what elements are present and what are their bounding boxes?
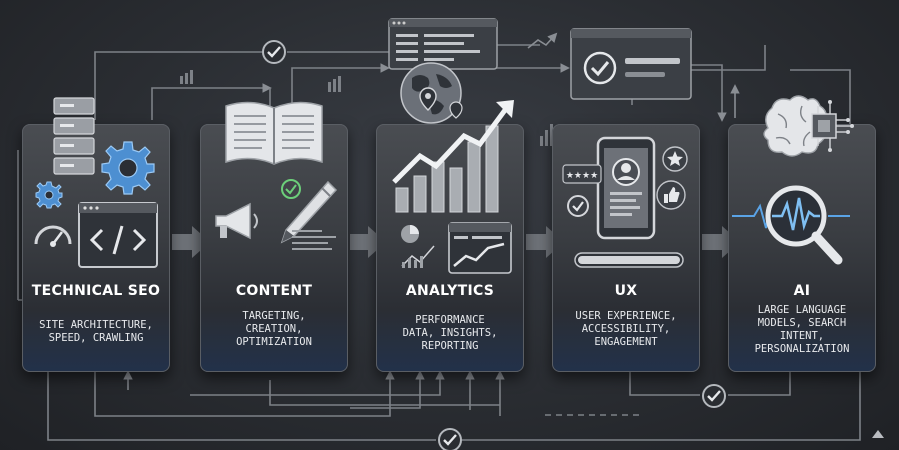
trend-arrow-icon [392,100,514,213]
panel-description: SITE ARCHITECTURE, SPEED, CRAWLING [39,319,153,344]
panel-title: ANALYTICS [405,283,495,299]
pen-icon [280,180,338,244]
location-pin-icon [419,87,463,119]
smartphone-icon [596,136,656,240]
pie-chart-icon [401,225,435,268]
thumbs-up-icon [656,180,686,210]
browser-window-icon [388,18,498,70]
checkmark-icon [567,195,589,217]
svg-text:★★★★: ★★★★ [566,171,598,181]
megaphone-icon [215,202,258,240]
checkmark-icon [281,179,301,199]
check-window-icon [570,28,692,100]
magnifying-glass-icon [732,185,850,265]
checkmark-icon [262,40,286,64]
checkmark-icon [438,428,462,450]
code-window-icon [78,202,158,268]
panel-ai: AI LARGE LANGUAGE MODELS, SEARCH INTENT,… [728,124,876,372]
panel-title: AI [793,283,811,299]
progress-bar-icon [574,252,684,268]
panel-description: USER EXPERIENCE, ACCESSIBILITY, ENGAGEME… [575,310,677,348]
panel-description: LARGE LANGUAGE MODELS, SEARCH INTENT, PE… [754,304,850,355]
checkmark-icon [702,384,726,408]
panel-title: UX [614,283,638,299]
panel-description: PERFORMANCE DATA, INSIGHTS, REPORTING [402,314,498,352]
gear-icon [101,141,155,195]
brain-chip-icon [763,95,854,157]
connector-line [94,51,262,120]
server-icon [53,97,95,175]
star-icon [662,146,688,172]
rating-stars-icon: ★★★★ [562,164,602,184]
panel-title: TECHNICAL SEO [31,283,161,299]
panel-title: CONTENT [235,283,313,299]
gear-icon [35,181,63,209]
panel-description: TARGETING, CREATION, OPTIMIZATION [236,310,312,348]
speedometer-icon [34,225,72,247]
open-book-icon [225,101,323,165]
line-chart-window-icon [448,222,512,274]
text-lines-icon [292,230,336,250]
